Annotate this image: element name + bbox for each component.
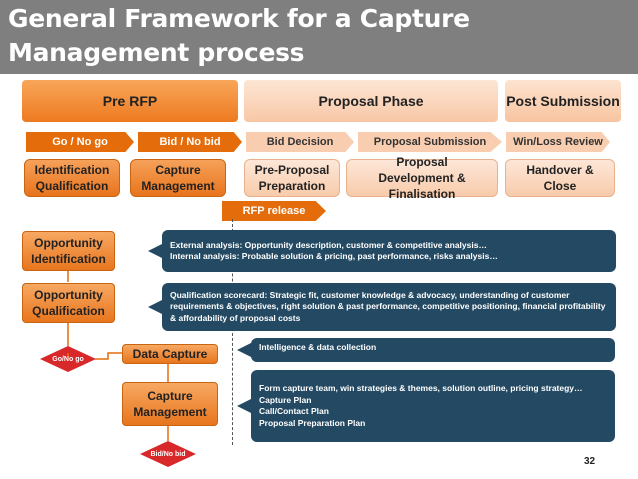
box-label: Opportunity Identification (31, 236, 106, 266)
callout-text: Qualification scorecard: Strategic fit, … (170, 289, 606, 323)
phase-post-submission: Post Submission (505, 80, 621, 122)
callout-line: Call/Contact Plan (259, 406, 329, 416)
callout-identification: External analysis: Opportunity descripti… (148, 230, 616, 272)
callout-capture-management: Form capture team, win strategies & them… (237, 370, 615, 442)
gate-win-loss-review: Win/Loss Review (506, 132, 610, 152)
title-line-2: Management process (8, 38, 305, 67)
callout-line: Proposal Preparation Plan (259, 417, 366, 428)
stage-label: Pre-Proposal Preparation (254, 163, 330, 193)
callout-line: External analysis: Opportunity descripti… (170, 239, 487, 250)
connector-go-datacapture (95, 352, 122, 360)
callout-data-capture: Intelligence & data collection (237, 338, 615, 362)
rfp-release-marker: RFP release (222, 201, 326, 221)
page-number: 32 (584, 456, 596, 467)
phase-pre-rfp: Pre RFP (22, 80, 238, 122)
title-bar (0, 0, 638, 74)
stage-pre-proposal: Pre-Proposal Preparation (244, 159, 340, 197)
box-label: Opportunity Qualification (32, 288, 105, 318)
gate-proposal-submission: Proposal Submission (358, 132, 502, 152)
box-label: Data Capture (132, 347, 208, 361)
bid-no-bid-diamond: Bid/No bid (140, 441, 196, 467)
data-capture-box: Data Capture (122, 344, 218, 364)
callout-line: Capture Plan (259, 394, 312, 405)
diamond-label: Bid/No bid (150, 450, 186, 458)
go-no-go-diamond: Go/No go (40, 346, 96, 372)
title-line-1: General Framework for a Capture (8, 4, 470, 33)
box-label: Capture Management (133, 389, 207, 419)
gate-go-no-go: Go / No go (26, 132, 134, 152)
stage-capture-management: Capture Management (130, 159, 226, 197)
phase-proposal: Proposal Phase (244, 80, 498, 122)
stage-label: Capture Management (141, 163, 215, 193)
diamond-label: Go/No go (52, 355, 84, 363)
stage-proposal-development: Proposal Development & Finalisation (346, 155, 498, 201)
stage-label: Handover & Close (526, 163, 594, 193)
slide-title: General Framework for a Capture Manageme… (8, 2, 628, 70)
stage-label: Proposal Development & Finalisation (378, 155, 466, 201)
gate-bid-no-bid: Bid / No bid (138, 132, 242, 152)
callout-text: Intelligence & data collection (259, 342, 377, 352)
stage-label: Identification Qualification (34, 163, 110, 193)
opportunity-qualification-box: Opportunity Qualification (22, 283, 115, 323)
stage-handover-close: Handover & Close (505, 159, 615, 197)
capture-management-box: Capture Management (122, 382, 218, 426)
callout-line: Form capture team, win strategies & them… (259, 383, 583, 393)
rfp-release-line (232, 219, 233, 445)
callout-line: Internal analysis: Probable solution & p… (170, 251, 498, 261)
callout-qualification: Qualification scorecard: Strategic fit, … (148, 283, 616, 331)
stage-identification-qualification: Identification Qualification (24, 159, 120, 197)
gate-bid-decision: Bid Decision (246, 132, 354, 152)
opportunity-identification-box: Opportunity Identification (22, 231, 115, 271)
